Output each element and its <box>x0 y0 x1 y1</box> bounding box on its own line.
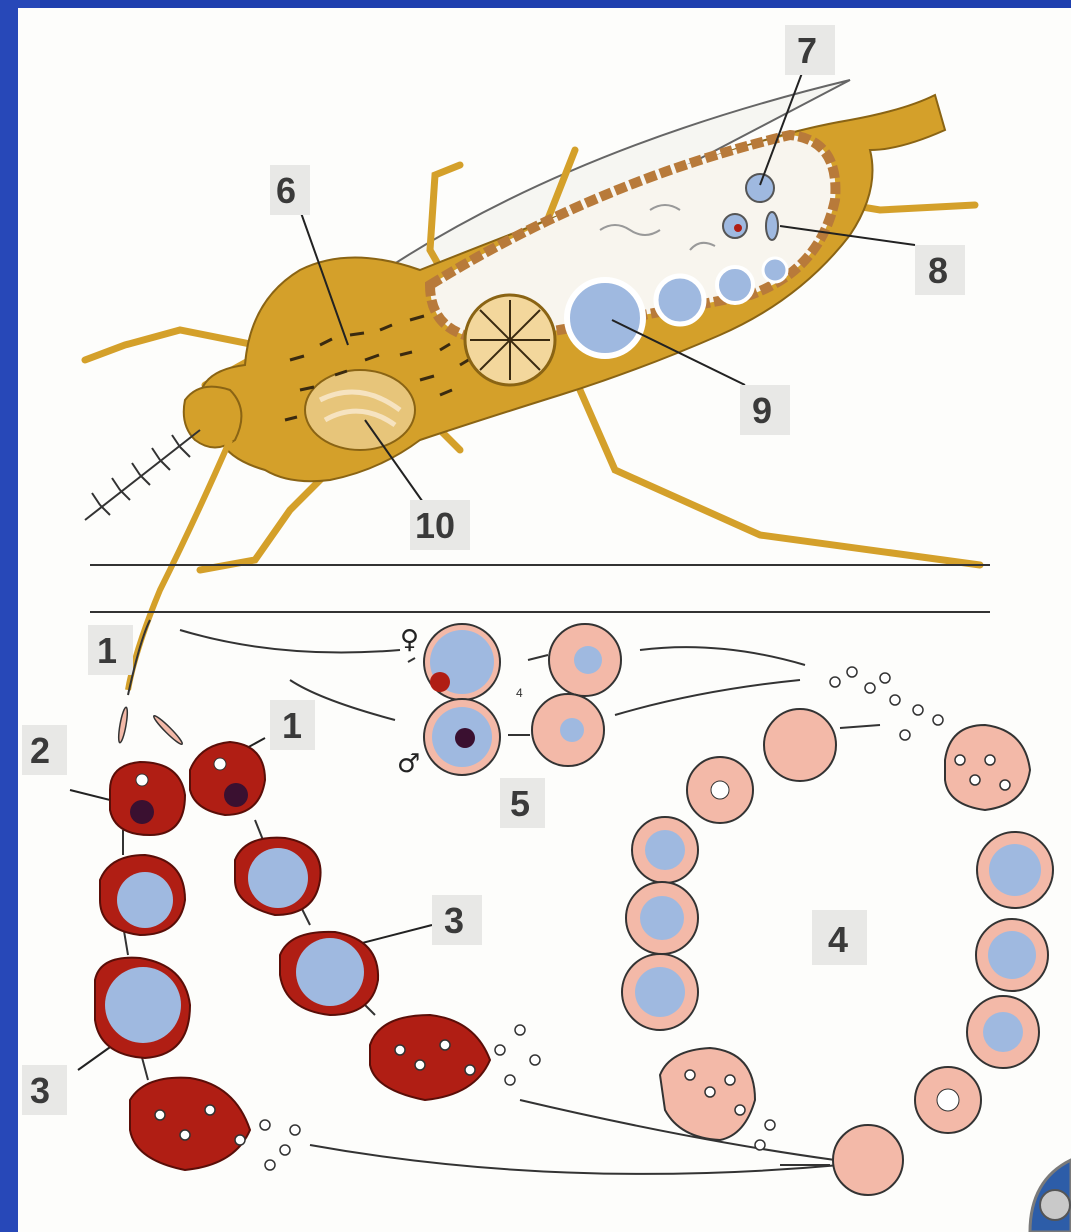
oocyst-medium <box>656 276 704 324</box>
liver-cell-b <box>190 742 265 815</box>
label-10: 10 <box>415 505 455 546</box>
male-symbol: ♂ <box>397 749 420 779</box>
mosquito-head <box>184 387 242 448</box>
label-3-left: 3 <box>30 1070 50 1111</box>
label-1-top: 1 <box>97 630 117 671</box>
label-8: 8 <box>928 250 948 291</box>
rbc-uninfected <box>764 709 836 781</box>
oocyst-small-b <box>763 258 787 282</box>
label-4-small: 4 <box>516 686 523 700</box>
oocyst-small-a <box>717 267 753 303</box>
rbc-reinfected <box>833 1125 903 1195</box>
label-6: 6 <box>276 170 296 211</box>
gametocyte-in-gut <box>746 174 774 202</box>
label-5: 5 <box>510 783 530 824</box>
label-9: 9 <box>752 390 772 431</box>
female-symbol: ♀ <box>400 625 419 655</box>
oocyst-large <box>567 280 643 356</box>
salivary-gland <box>305 370 415 450</box>
label-3-right: 3 <box>444 900 464 941</box>
liver-cell-a <box>110 762 185 835</box>
label-7: 7 <box>797 30 817 71</box>
ookinete-in-gut <box>766 212 778 240</box>
label-2: 2 <box>30 730 50 771</box>
label-4: 4 <box>828 919 848 960</box>
label-1-right: 1 <box>282 705 302 746</box>
